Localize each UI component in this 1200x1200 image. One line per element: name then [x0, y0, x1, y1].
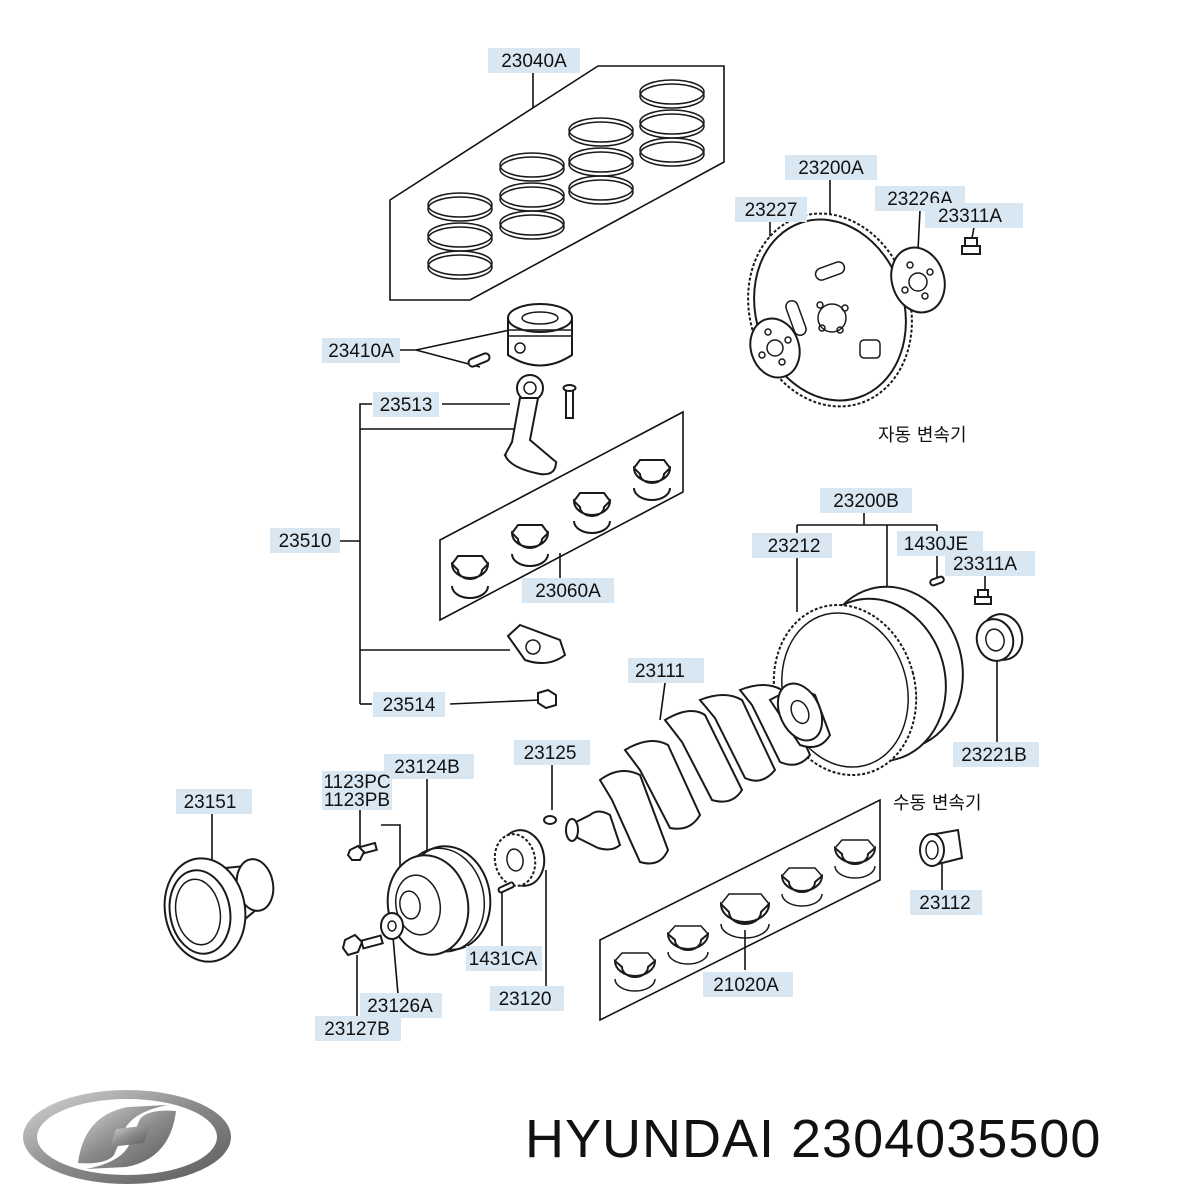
- piston-ring-stacks: [427, 79, 705, 280]
- svg-text:23510: 23510: [279, 531, 332, 552]
- oil-seal: [163, 857, 275, 963]
- svg-text:23040A: 23040A: [501, 51, 567, 72]
- timing-cover-bolt: [346, 841, 378, 861]
- label-23311A-bottom: 23311A: [945, 551, 1035, 576]
- sprocket-key: [497, 881, 515, 894]
- svg-text:1430JE: 1430JE: [904, 534, 968, 555]
- label-23111: 23111: [628, 658, 704, 683]
- label-1123PC: 1123PC: [322, 771, 392, 793]
- flywheel-bolt-top: [961, 237, 981, 255]
- connecting-rod: [503, 374, 577, 476]
- label-23226A: 23226A: [875, 186, 965, 211]
- label-23410A: 23410A: [322, 338, 400, 363]
- brand-caption: HYUNDAI 2304035500: [525, 1109, 1102, 1169]
- connecting-rod-bearings: [450, 459, 672, 599]
- label-23221B: 23221B: [953, 742, 1039, 767]
- label-23514: 23514: [373, 692, 445, 717]
- svg-text:23151: 23151: [184, 792, 237, 813]
- svg-text:23111: 23111: [635, 661, 685, 682]
- svg-text:23200A: 23200A: [798, 158, 864, 179]
- label-23126A: 23126A: [360, 993, 442, 1018]
- crankshaft: [565, 682, 832, 865]
- label-23125: 23125: [514, 740, 590, 765]
- label-23112: 23112: [910, 890, 982, 915]
- pilot-bearing: [975, 613, 1024, 662]
- label-1123PB: 1123PB: [322, 789, 392, 811]
- drive-plate-automatic: [747, 212, 913, 408]
- dowel-pin: [929, 575, 945, 587]
- label-23200A: 23200A: [785, 155, 877, 180]
- label-23060A: 23060A: [522, 578, 614, 603]
- note-manual-transmission: 수동 변속기: [893, 793, 982, 814]
- label-23124B: 23124B: [384, 754, 474, 779]
- woodruff-key: [543, 815, 557, 825]
- crankshaft-bearings: [613, 839, 877, 992]
- label-23120: 23120: [490, 986, 564, 1011]
- svg-text:23120: 23120: [499, 989, 552, 1010]
- label-21020A: 21020A: [703, 972, 793, 997]
- svg-text:1123PB: 1123PB: [324, 790, 390, 811]
- adapter-plate: [890, 246, 946, 314]
- label-23127B: 23127B: [315, 1016, 401, 1041]
- svg-text:1123PC: 1123PC: [323, 772, 390, 793]
- svg-text:23513: 23513: [380, 395, 433, 416]
- svg-text:23127B: 23127B: [324, 1019, 390, 1040]
- crankshaft-pulley: [386, 845, 492, 956]
- svg-text:23311A: 23311A: [953, 554, 1017, 575]
- svg-text:23126A: 23126A: [367, 996, 433, 1017]
- crankshaft-sprocket: [493, 829, 546, 887]
- svg-text:1431CA: 1431CA: [469, 949, 538, 970]
- svg-text:23212: 23212: [768, 536, 821, 557]
- note-automatic-transmission: 자동 변속기: [878, 425, 967, 446]
- svg-text:23125: 23125: [524, 743, 577, 764]
- hyundai-logo: [23, 1090, 231, 1184]
- svg-text:23311A: 23311A: [938, 206, 1002, 227]
- label-1431CA: 1431CA: [466, 946, 542, 971]
- flywheel-bolt-bottom: [974, 589, 992, 605]
- label-23510: 23510: [270, 528, 340, 553]
- label-23311A-top: 23311A: [925, 203, 1023, 228]
- svg-text:21020A: 21020A: [713, 975, 779, 996]
- svg-text:23112: 23112: [919, 893, 970, 914]
- bushing: [919, 828, 964, 867]
- label-23200B: 23200B: [820, 488, 912, 513]
- label-23040A: 23040A: [488, 48, 580, 73]
- svg-text:23221B: 23221B: [961, 745, 1027, 766]
- rod-nut: [537, 688, 557, 710]
- svg-text:23124B: 23124B: [394, 757, 460, 778]
- svg-text:23227: 23227: [745, 200, 798, 221]
- piston: [467, 303, 573, 368]
- label-23227: 23227: [735, 197, 807, 222]
- rod-cap: [506, 623, 567, 665]
- svg-text:23200B: 23200B: [833, 491, 899, 512]
- svg-text:23410A: 23410A: [328, 341, 394, 362]
- label-23513: 23513: [373, 392, 439, 417]
- pulley-washer: [380, 912, 404, 940]
- svg-text:23060A: 23060A: [535, 581, 601, 602]
- label-23151: 23151: [176, 789, 252, 814]
- label-23212: 23212: [752, 533, 832, 558]
- pulley-bolt: [341, 933, 384, 957]
- part-labels: 23040A 23410A 23513 23510 23060A 23514 2…: [176, 48, 1039, 1041]
- svg-text:23514: 23514: [383, 695, 436, 716]
